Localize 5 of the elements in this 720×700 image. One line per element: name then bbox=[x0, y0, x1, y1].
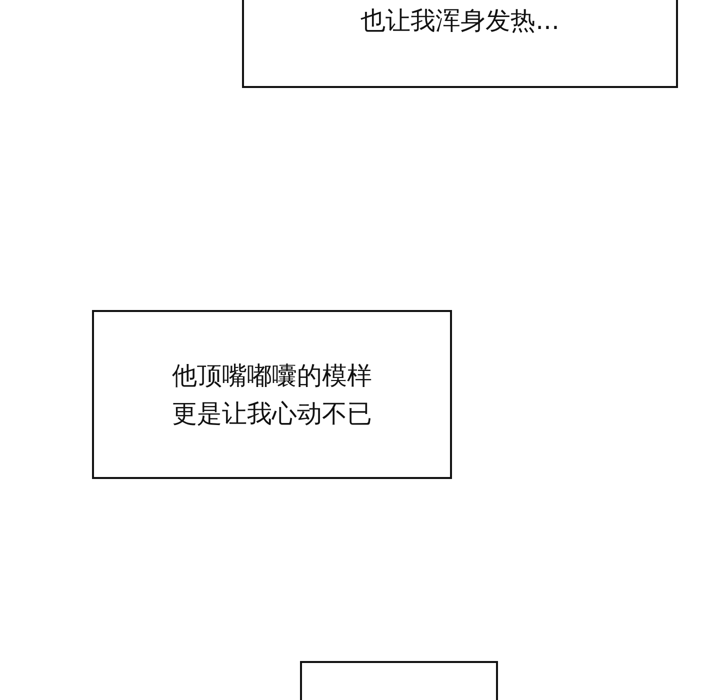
caption-text: 也让我浑身发热... bbox=[360, 5, 560, 37]
caption-box bbox=[92, 310, 452, 479]
caption-box bbox=[242, 0, 678, 88]
caption-text: 他顶嘴嘟囔的模样更是让我心动不已 bbox=[171, 360, 373, 430]
panel-box bbox=[300, 661, 498, 700]
